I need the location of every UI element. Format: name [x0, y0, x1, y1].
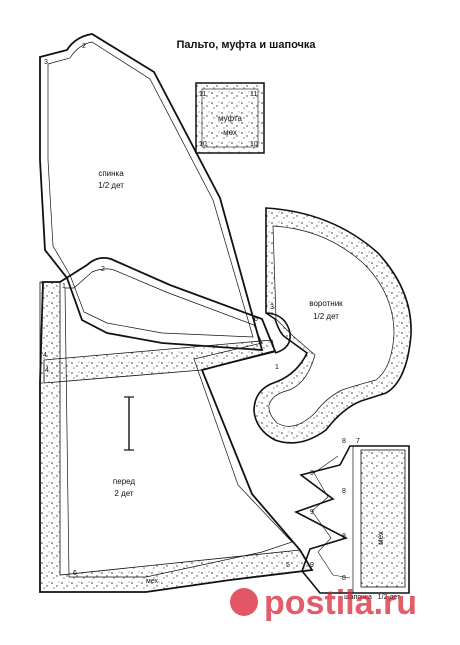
front-waist-fur-band: [43, 339, 276, 384]
front-point-4: 4: [45, 367, 49, 374]
muff-piece: муфта мех 11 11 10 10: [195, 82, 265, 154]
collar-neck-notch: [265, 312, 292, 354]
watermark-logo-icon: [230, 588, 258, 616]
front-piece-name: перед: [113, 477, 136, 486]
front-point-6-lower: 6: [73, 570, 77, 577]
front-point-6-upper: 6: [254, 316, 258, 323]
front-point-5: 5: [286, 562, 290, 569]
hat-piece: мех шапочка 1/2 дет 8 7 9 8 9 8 9 8: [293, 438, 410, 601]
hat-fur-label: мех: [376, 531, 385, 545]
hat-piece-count: 1/2 дет: [378, 594, 401, 601]
hat-point-7: 7: [356, 438, 360, 445]
watermark-text: postila.ru: [264, 584, 417, 622]
muff-piece-outline: [195, 82, 265, 154]
muff-point-10-left: 10: [199, 141, 207, 148]
back-piece-name: спинка: [98, 169, 124, 178]
back-piece-count: 1/2 дет: [98, 181, 124, 190]
muff-piece-name: муфта: [218, 114, 242, 123]
hat-point-9-lower: 9: [310, 562, 314, 569]
muff-inner-line: [201, 88, 259, 148]
front-fur-label: мех: [146, 578, 159, 585]
back-piece: спинка 1/2 дет 3 2 4: [39, 33, 264, 359]
back-piece-outline: [39, 33, 264, 351]
muff-point-11-right: 11: [250, 91, 257, 98]
hat-inner-dart-line: [311, 455, 351, 579]
back-point-3: 3: [44, 59, 48, 66]
front-piece: перед 2 дет 1 2 6 5 6 4 мех: [39, 256, 314, 593]
hat-point-9-middle: 9: [310, 509, 314, 516]
collar-inner-shape: [268, 225, 395, 427]
hat-point-8-top: 8: [342, 438, 346, 445]
page-title: Пальто, муфта и шапочка: [176, 39, 316, 51]
muff-point-10-right: 10: [250, 141, 258, 148]
front-piece-inner-line: [64, 268, 293, 578]
postila-watermark: postila.ru: [230, 584, 417, 622]
hat-point-8-upper: 8: [342, 488, 346, 495]
collar-piece-count: 1/2 дет: [313, 312, 339, 321]
collar-point-3: 3: [270, 304, 274, 311]
hat-piece-name: шапочка: [344, 594, 372, 601]
muff-point-11-left: 11: [199, 91, 206, 98]
hat-fur-band: [360, 449, 406, 588]
front-point-2: 2: [101, 266, 105, 273]
collar-piece-name: воротник: [309, 299, 343, 308]
hat-point-9-upper: 9: [310, 470, 314, 477]
collar-piece: воротник 1/2 дет 3 1: [253, 207, 412, 444]
hat-point-8-lower: 8: [342, 575, 346, 582]
collar-point-1: 1: [275, 364, 279, 371]
front-point-1: 1: [62, 283, 66, 290]
front-piece-count: 2 дет: [114, 489, 134, 498]
hat-point-8-middle: 8: [342, 533, 346, 540]
back-point-2: 2: [82, 43, 86, 50]
muff-material-label: мех: [223, 128, 237, 137]
back-piece-inner-line: [47, 41, 254, 338]
hat-piece-outline: [293, 445, 410, 594]
